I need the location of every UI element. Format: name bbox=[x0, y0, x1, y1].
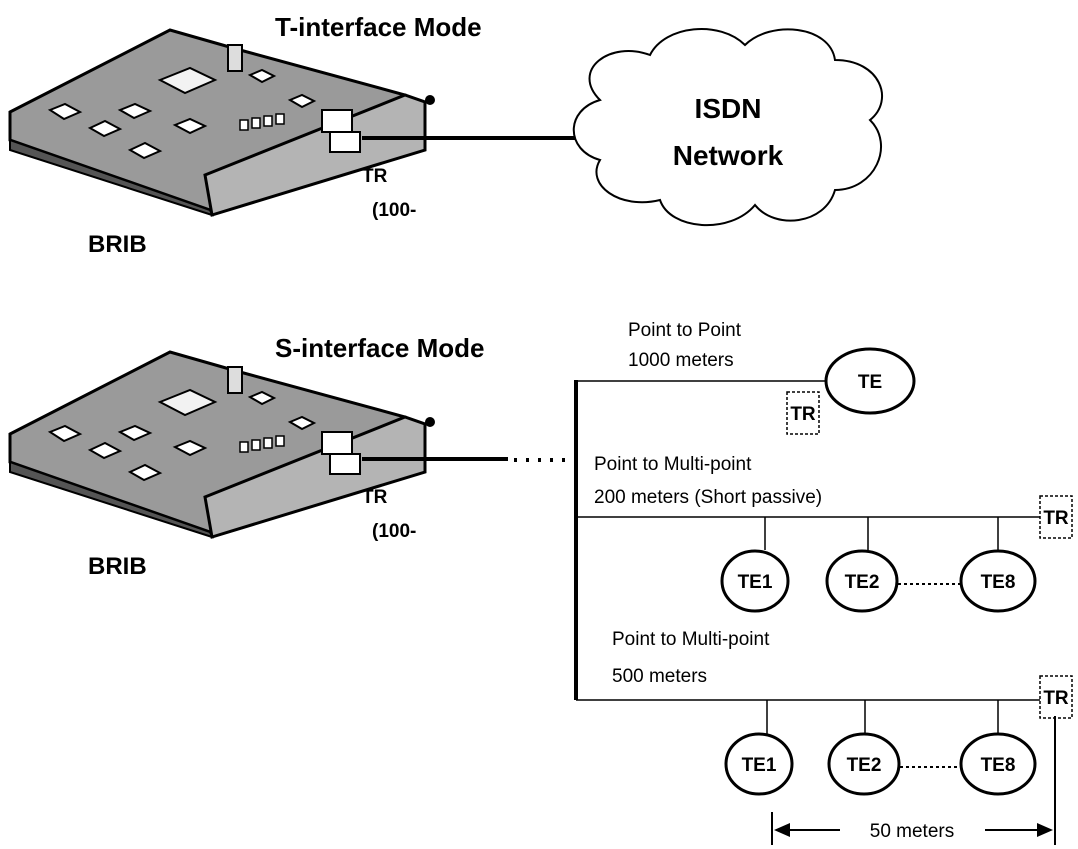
p2mp-short-title: Point to Multi-point bbox=[594, 454, 752, 475]
p2mp-short-tr: TR bbox=[1043, 508, 1069, 529]
tr-sub-top: (100- bbox=[372, 200, 416, 221]
tr-sub-bottom: (100- bbox=[372, 521, 416, 542]
p2p-te-label: TE bbox=[858, 372, 882, 393]
brib-label-top: BRIB bbox=[88, 231, 147, 258]
p2mp-long-te2: TE2 bbox=[847, 755, 882, 776]
p2mp-long-te2-node bbox=[827, 732, 901, 796]
p2p-distance: 1000 meters bbox=[628, 350, 734, 371]
dim-arrowhead-left bbox=[774, 823, 790, 837]
p2mp-long-te1: TE1 bbox=[742, 755, 777, 776]
cloud-line2: Network bbox=[673, 140, 784, 171]
dimension-label: 50 meters bbox=[870, 821, 954, 842]
p2mp-short-te2-node bbox=[825, 549, 899, 613]
cloud-line1: ISDN bbox=[695, 93, 762, 124]
p2mp-short-te1-node bbox=[720, 549, 790, 613]
tr-label-top: TR bbox=[362, 166, 388, 187]
p2mp-long-te8-node bbox=[959, 732, 1037, 796]
p2mp-short-te2: TE2 bbox=[845, 572, 880, 593]
p2mp-short-te1: TE1 bbox=[738, 572, 773, 593]
p2mp-long-te8: TE8 bbox=[981, 755, 1016, 776]
p2p-te-node bbox=[824, 347, 916, 415]
p2mp-short-te8-node bbox=[959, 549, 1037, 613]
p2mp-long-title: Point to Multi-point bbox=[612, 629, 770, 650]
tr-label-bottom: TR bbox=[362, 487, 388, 508]
p2mp-long-distance: 500 meters bbox=[612, 666, 707, 687]
t-interface-title: T-interface Mode bbox=[275, 12, 482, 42]
p2mp-long-te1-node bbox=[724, 732, 794, 796]
p2mp-long-tr: TR bbox=[1043, 688, 1069, 709]
p2mp-short-te8: TE8 bbox=[981, 572, 1016, 593]
p2mp-short-distance: 200 meters (Short passive) bbox=[594, 487, 822, 508]
brib-label-bottom: BRIB bbox=[88, 553, 147, 580]
isdn-cloud bbox=[572, 28, 883, 226]
p2p-tr: TR bbox=[790, 404, 816, 425]
s-interface-title: S-interface Mode bbox=[275, 333, 485, 363]
brib-card-bottom bbox=[8, 350, 437, 539]
brib-card-top bbox=[8, 28, 437, 217]
dim-arrowhead-right bbox=[1037, 823, 1053, 837]
p2p-title: Point to Point bbox=[628, 320, 742, 341]
